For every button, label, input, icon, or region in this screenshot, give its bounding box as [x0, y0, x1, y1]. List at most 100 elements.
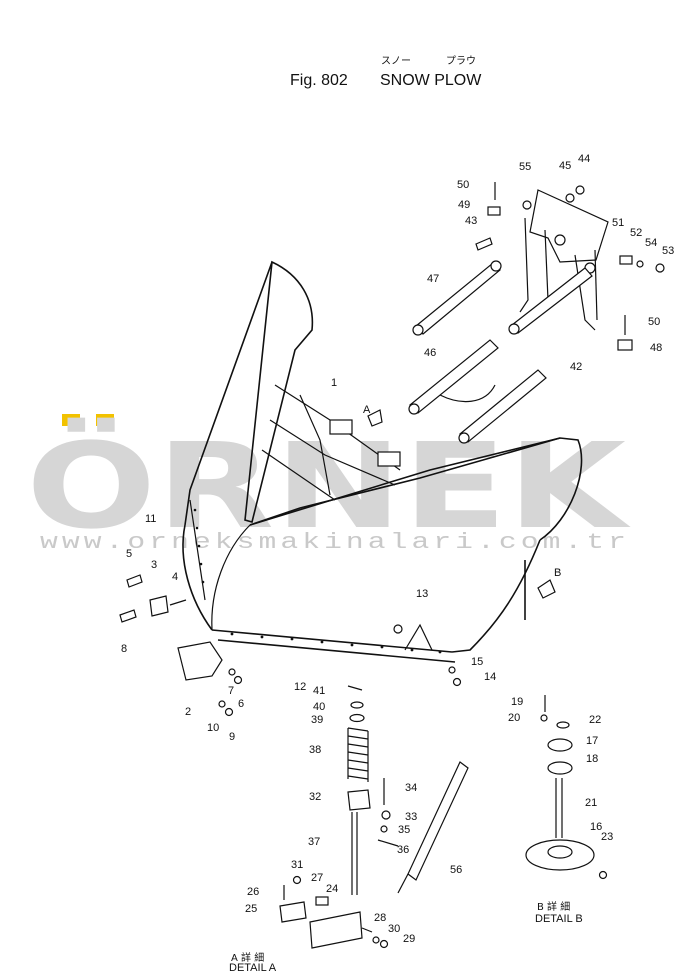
link-47-end-b: [490, 260, 502, 272]
title-kana-left: スノー: [381, 56, 411, 67]
blade-left-curve: [211, 524, 251, 631]
mounting-plate: [529, 189, 609, 263]
callout-44: 44: [578, 153, 590, 165]
callout-19: 19: [511, 696, 523, 708]
blade-left-edge: [184, 261, 273, 526]
callout-2: 2: [185, 706, 191, 718]
callout-23: 23: [601, 831, 613, 843]
link-47-end-a: [412, 324, 424, 336]
callout-13: 13: [416, 588, 428, 600]
callout-43: 43: [465, 215, 477, 227]
watermark-accent-right: [96, 414, 114, 426]
title-kana-right: プラウ: [446, 55, 476, 67]
cylinder-56: [407, 761, 469, 881]
callout-54: 54: [645, 237, 657, 249]
callout-8: 8: [121, 643, 127, 655]
callout-3: 3: [151, 559, 157, 571]
link-upper: [511, 267, 593, 334]
cutting-edge-top: [211, 629, 453, 653]
callout-12: 12: [294, 681, 306, 693]
link-46-end-a: [408, 403, 420, 415]
pin-48: [617, 339, 633, 351]
callout-21: 21: [585, 797, 597, 809]
washer-40: [350, 701, 364, 709]
callout-52: 52: [630, 227, 642, 239]
detail-b-assembly: [525, 695, 608, 880]
cutting-edge-bolts: [230, 632, 442, 654]
pin-36: [377, 839, 399, 847]
blade-right-top-edge: [249, 437, 583, 541]
callout-56: 56: [450, 864, 462, 876]
watermark-accent-left: [62, 414, 80, 426]
shaft-21: [555, 778, 563, 838]
callout-46: 46: [424, 347, 436, 359]
frame-member-3: [261, 449, 336, 501]
callout-20: 20: [508, 712, 520, 724]
nut-29: [379, 939, 389, 949]
nut-9: [224, 707, 234, 717]
detail-b-caption: DETAIL B: [535, 913, 583, 925]
callout-34: 34: [405, 782, 417, 794]
mount-pin-hole: [554, 234, 566, 246]
plate-3: [149, 595, 169, 617]
callout-10: 10: [207, 722, 219, 734]
bolt-5: [126, 574, 143, 588]
callout-47: 47: [427, 273, 439, 285]
blade-left-lower-edge: [182, 524, 213, 631]
nut-33: [381, 810, 391, 820]
washer-10: [218, 700, 226, 708]
detail-a-kana: A 詳 細: [231, 951, 264, 964]
callout-9: 9: [229, 731, 235, 743]
frame-member-2: [269, 419, 396, 486]
detail-a-assembly: [279, 685, 469, 949]
frame-member-4: [299, 394, 331, 496]
block-25: [279, 901, 307, 923]
detail-a-caption: DETAIL A: [229, 962, 277, 971]
washer-15: [448, 666, 456, 674]
callout-18: 18: [586, 753, 598, 765]
washer-22: [556, 721, 570, 729]
callout-38: 38: [309, 744, 321, 756]
callout-6: 6: [238, 698, 244, 710]
callout-14: 14: [484, 671, 496, 683]
callout-29: 29: [403, 933, 415, 945]
callout-26: 26: [247, 886, 259, 898]
callout-32: 32: [309, 791, 321, 803]
side-edge-strip: [189, 499, 206, 601]
pin-28: [361, 927, 373, 933]
callout-50: 50: [648, 316, 660, 328]
watermark: ÖRNEK www.orneksmakinalari.com.tr: [26, 414, 632, 555]
washer-39: [349, 713, 365, 723]
mount-arm-right-inner: [594, 249, 598, 321]
block-32: [347, 789, 371, 811]
mounting-assembly: [408, 182, 665, 444]
washer-20: [540, 714, 548, 722]
spring-38: [347, 727, 369, 780]
blade-top-lip: [249, 437, 561, 526]
nut-31: [292, 875, 302, 885]
rod-37: [351, 812, 358, 895]
callout-22: 22: [589, 714, 601, 726]
callout-55: 55: [519, 161, 531, 173]
pin-41: [347, 685, 363, 691]
callout-53: 53: [662, 245, 674, 257]
figure-title: SNOW PLOW: [380, 72, 482, 89]
callout-42: 42: [570, 361, 582, 373]
callout-49: 49: [458, 199, 470, 211]
bolt-43: [475, 237, 493, 251]
callout-7: 7: [228, 685, 234, 697]
mount-arm-left: [519, 217, 529, 313]
part-callouts: 1234567891011121314151617181920212223242…: [121, 153, 674, 945]
nut-45: [565, 193, 575, 203]
callout-33: 33: [405, 811, 417, 823]
skid-shoe-hub: [547, 845, 573, 859]
ref-arrow-b: [537, 579, 556, 599]
bumper-bracket: [404, 623, 433, 651]
bolt-23: [598, 870, 608, 880]
pin-49: [487, 206, 501, 216]
nut-44: [575, 185, 585, 195]
bracket-2: [177, 641, 223, 681]
bumper-13: [393, 624, 403, 634]
